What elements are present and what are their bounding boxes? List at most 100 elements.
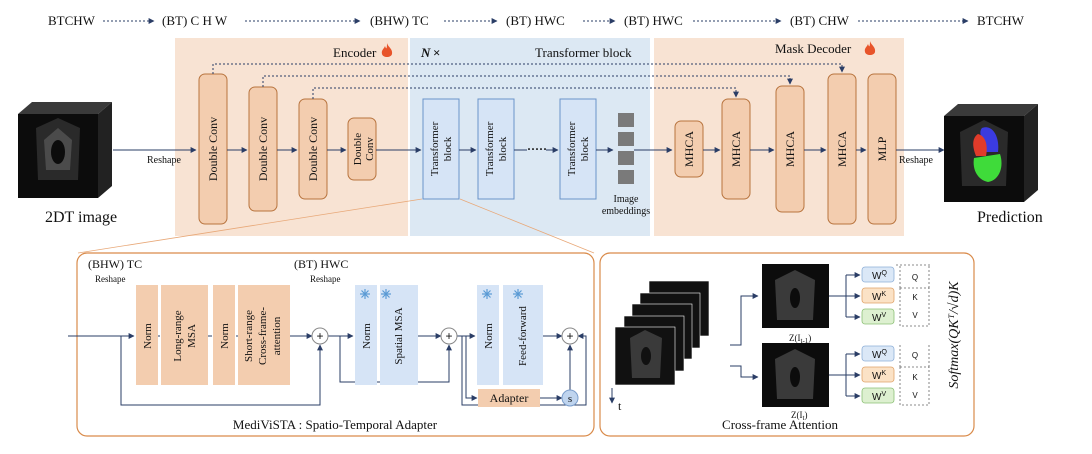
n-label: N [420, 45, 431, 60]
crossframe-panel [599, 252, 975, 437]
mhca-block [775, 85, 805, 213]
transformer-block [477, 98, 515, 200]
svg-text:MHCA: MHCA [835, 131, 849, 167]
wk-box [861, 287, 895, 304]
softmax-formula: Softmax(QKᵀ/√d)K [947, 281, 962, 389]
add-node [561, 327, 579, 345]
qkv-columns: Q K V Q K V [896, 264, 931, 406]
svg-text:Adapter: Adapter [490, 391, 529, 405]
snowflake-icon [381, 289, 391, 299]
adapter-shape-mid: (BT) HWC [294, 257, 348, 271]
block-label: Double Conv [206, 117, 220, 181]
svg-text:Transformer: Transformer [484, 121, 496, 176]
frame-stack [614, 280, 710, 386]
embed-label: embeddings [602, 206, 650, 217]
encoder-label: Encoder [333, 45, 377, 60]
shape-label: BTCHW [977, 13, 1025, 28]
svg-text:Q: Q [912, 273, 918, 282]
shape-label: (BT) C H W [162, 13, 228, 28]
svg-text:Transformer: Transformer [429, 121, 441, 176]
mhca-block [674, 120, 704, 178]
add-node [311, 327, 329, 345]
svg-text:MLP: MLP [875, 136, 889, 161]
add-node [440, 327, 458, 345]
svg-text:Norm: Norm [483, 323, 495, 349]
scale-node [561, 389, 579, 407]
mhca-block [721, 98, 751, 200]
block-label: Conv [364, 137, 376, 161]
mlp-block [867, 73, 897, 225]
shape-label: (BT) HWC [624, 13, 683, 28]
z-prev-label: Z(It-1) [789, 333, 811, 345]
snowflake-icon [360, 289, 370, 299]
frame-prev [762, 264, 829, 328]
svg-text:s: s [568, 393, 572, 405]
adapter-reshape-2: Reshape [310, 274, 341, 284]
block-label: Double Conv [256, 117, 270, 181]
svg-text:Short-range: Short-range [243, 310, 255, 362]
block-label: Double Conv [306, 117, 320, 181]
svg-text:block: block [442, 136, 454, 161]
norm-block [477, 285, 499, 385]
svg-text:V: V [912, 311, 918, 320]
transformer-blocks: Transformer block Transformer block Tran… [422, 98, 597, 200]
norm-block [355, 285, 377, 385]
svg-text:block: block [497, 136, 509, 161]
input-label: 2DT image [45, 209, 117, 226]
weight-boxes: WQ WK WV WQ WK WV [861, 266, 895, 404]
norm-block [213, 285, 235, 385]
svg-text:K: K [912, 293, 918, 302]
wq-box [861, 266, 895, 283]
shape-label: (BHW) TC [370, 13, 429, 28]
long-range-msa-block [161, 285, 208, 385]
crossframe-caption: Cross-frame Attention [722, 417, 838, 432]
encoder-blocks: Double Conv Double Conv Double Conv Doub… [198, 73, 377, 225]
time-axis-label: t [618, 399, 622, 413]
z-curr-label: Z(It) [791, 410, 807, 422]
times-label: × [433, 45, 440, 60]
svg-text:Cross-frame-: Cross-frame- [257, 307, 269, 365]
embed-label: Image [614, 194, 640, 205]
svg-text:Q: Q [912, 351, 918, 360]
decoder-blocks: MHCA MHCA MHCA MHCA MLP [674, 73, 897, 225]
adapter-blocks: Norm Long-range MSA Norm Short-range Cro… [136, 285, 579, 407]
adapter-panel [76, 252, 595, 437]
svg-text:+: + [445, 329, 452, 343]
svg-text:Transformer: Transformer [566, 121, 578, 176]
snowflake-icon [482, 289, 492, 299]
fire-icon [381, 43, 393, 57]
frame-curr [762, 343, 829, 407]
shape-label: (BT) CHW [790, 13, 850, 28]
wk-box [861, 366, 895, 383]
adapter-caption: MediViSTA : Spatio-Temporal Adapter [233, 417, 438, 432]
svg-text:MSA: MSA [186, 324, 198, 348]
snowflake-icon [513, 289, 523, 299]
shape-row: BTCHW (BT) C H W (BHW) TC (BT) HWC (BT) … [48, 13, 1025, 28]
short-range-attention-block [238, 285, 290, 385]
transformer-block [422, 98, 460, 200]
mask-decoder-label: Mask Decoder [775, 41, 852, 56]
svg-text:attention: attention [271, 316, 283, 355]
shape-label: (BT) HWC [506, 13, 565, 28]
transformer-block [559, 98, 597, 200]
spatial-msa-block [380, 285, 418, 385]
svg-text:MHCA: MHCA [682, 131, 696, 167]
svg-text:Norm: Norm [361, 323, 373, 349]
svg-text:Spatial MSA: Spatial MSA [393, 307, 405, 364]
wv-box [861, 387, 895, 404]
mhca-block [827, 73, 857, 225]
svg-text:V: V [912, 391, 918, 400]
reshape-in-label: Reshape [147, 155, 181, 166]
output-volume [944, 104, 1038, 202]
skip-connections [212, 63, 845, 99]
svg-text:MHCA: MHCA [729, 131, 743, 167]
input-volume [18, 102, 112, 198]
svg-text:+: + [566, 329, 573, 343]
wq-box [861, 345, 895, 362]
svg-text:K: K [912, 373, 918, 382]
svg-text:Long-range: Long-range [172, 310, 184, 361]
output-label: Prediction [977, 209, 1043, 226]
svg-text:Norm: Norm [219, 323, 231, 349]
adapter-reshape-1: Reshape [95, 274, 126, 284]
